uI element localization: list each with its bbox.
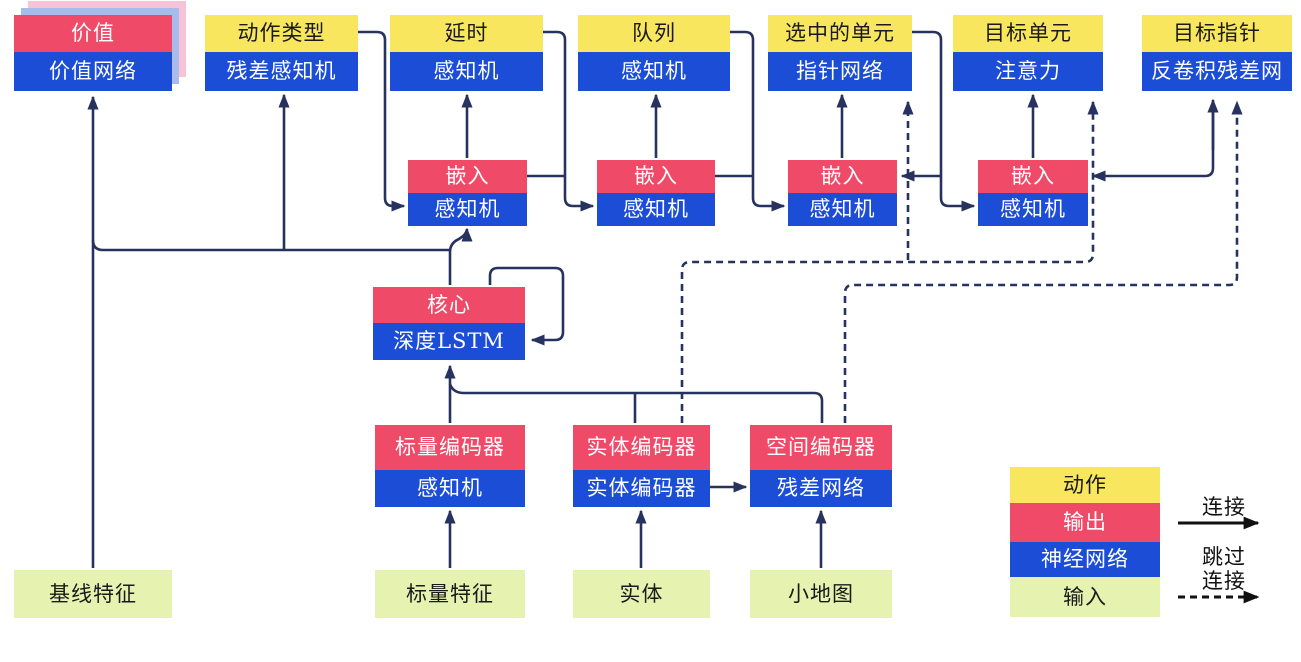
node-queue-output-label: 队列 — [578, 15, 730, 52]
node-embedding-1: 嵌入感知机 — [408, 160, 527, 226]
node-target-pointer-network-label: 反卷积残差网 — [1142, 52, 1292, 91]
node-embedding-1-network-label: 感知机 — [408, 193, 527, 226]
node-entity-encoder-network-label: 实体编码器 — [573, 470, 710, 507]
node-scalar-encoder-output-label: 标量编码器 — [375, 425, 525, 470]
node-embedding-4: 嵌入感知机 — [978, 160, 1088, 226]
edge-spatial-bus — [448, 383, 824, 423]
node-value-network-label: 价值网络 — [14, 52, 172, 91]
skip-entity-to-attention — [680, 100, 1099, 423]
skip-connections — [680, 100, 1243, 423]
node-embedding-2-network-label: 感知机 — [597, 193, 715, 226]
edge-delay-to-embedding2 — [540, 30, 595, 212]
node-entity-encoder-output-label: 实体编码器 — [573, 425, 710, 470]
edge-core-selfloop — [488, 266, 565, 346]
node-queue: 队列感知机 — [578, 15, 730, 91]
node-core-network-label: 深度LSTM — [373, 323, 525, 360]
input-baseline-features: 基线特征 — [14, 570, 172, 618]
node-scalar-encoder: 标量编码器感知机 — [375, 425, 525, 507]
node-embedding-3-network-label: 感知机 — [788, 193, 897, 226]
edge-queue-to-embedding3 — [728, 30, 786, 212]
node-action-type-output-label: 动作类型 — [205, 15, 358, 52]
node-embedding-2-output-label: 嵌入 — [597, 160, 715, 193]
node-target-unit-output-label: 目标单元 — [953, 15, 1103, 52]
node-action-type-network-label: 残差感知机 — [205, 52, 358, 91]
node-delay-network-label: 感知机 — [390, 52, 543, 91]
node-embedding-1-output-label: 嵌入 — [408, 160, 527, 193]
node-spatial-encoder-output-label: 空间编码器 — [750, 425, 892, 470]
node-target-pointer-output-label: 目标指针 — [1142, 15, 1292, 52]
node-delay-output-label: 延时 — [390, 15, 543, 52]
node-spatial-encoder: 空间编码器残差网络 — [750, 425, 892, 507]
node-target-pointer: 目标指针反卷积残差网 — [1142, 15, 1292, 91]
edge-selected-to-embedding4 — [912, 30, 976, 212]
node-value: 价值价值网络 — [14, 1, 186, 91]
input-minimap: 小地图 — [750, 570, 892, 618]
node-embedding-4-network-label: 感知机 — [978, 193, 1088, 226]
node-embedding-3: 嵌入感知机 — [788, 160, 897, 226]
solid-connections — [87, 30, 1219, 568]
node-embedding-4-output-label: 嵌入 — [978, 160, 1088, 193]
node-embedding-2: 嵌入感知机 — [597, 160, 715, 226]
node-value-output-label: 价值 — [14, 15, 172, 52]
edge-actiontype-to-embedding1 — [358, 30, 406, 212]
legend-row-yellow: 动作 — [1010, 467, 1160, 503]
node-core: 核心深度LSTM — [373, 287, 525, 360]
legend-skip-connection-label: 跳过 连接 — [1202, 545, 1246, 594]
legend-solid-connection-label: 连接 — [1202, 495, 1246, 519]
node-selected-units-output-label: 选中的单元 — [768, 15, 912, 52]
node-delay: 延时感知机 — [390, 15, 543, 91]
edge-embedding4-horizontal — [1091, 104, 1215, 182]
edge-core-to-embedding1 — [448, 227, 473, 285]
node-scalar-encoder-network-label: 感知机 — [375, 470, 525, 507]
node-spatial-encoder-network-label: 残差网络 — [750, 470, 892, 507]
input-entities: 实体 — [573, 570, 710, 618]
node-embedding-3-output-label: 嵌入 — [788, 160, 897, 193]
legend-row-green: 输入 — [1010, 577, 1160, 617]
node-target-unit-network-label: 注意力 — [953, 52, 1103, 91]
node-selected-units: 选中的单元指针网络 — [768, 15, 912, 91]
node-action-type: 动作类型残差感知机 — [205, 15, 358, 91]
input-scalar-features: 标量特征 — [375, 570, 525, 618]
node-queue-network-label: 感知机 — [578, 52, 730, 91]
legend-row-red: 输出 — [1010, 503, 1160, 542]
edge-core-bus-left — [91, 239, 450, 252]
skip-spatial-to-deconv — [843, 100, 1243, 423]
node-selected-units-network-label: 指针网络 — [768, 52, 912, 91]
node-core-output-label: 核心 — [373, 287, 525, 323]
node-entity-encoder: 实体编码器实体编码器 — [573, 425, 710, 507]
node-target-unit: 目标单元注意力 — [953, 15, 1103, 91]
legend-arrows — [1178, 516, 1260, 604]
legend: 动作输出神经网络输入 — [1010, 467, 1160, 617]
legend-row-blue: 神经网络 — [1010, 542, 1160, 577]
